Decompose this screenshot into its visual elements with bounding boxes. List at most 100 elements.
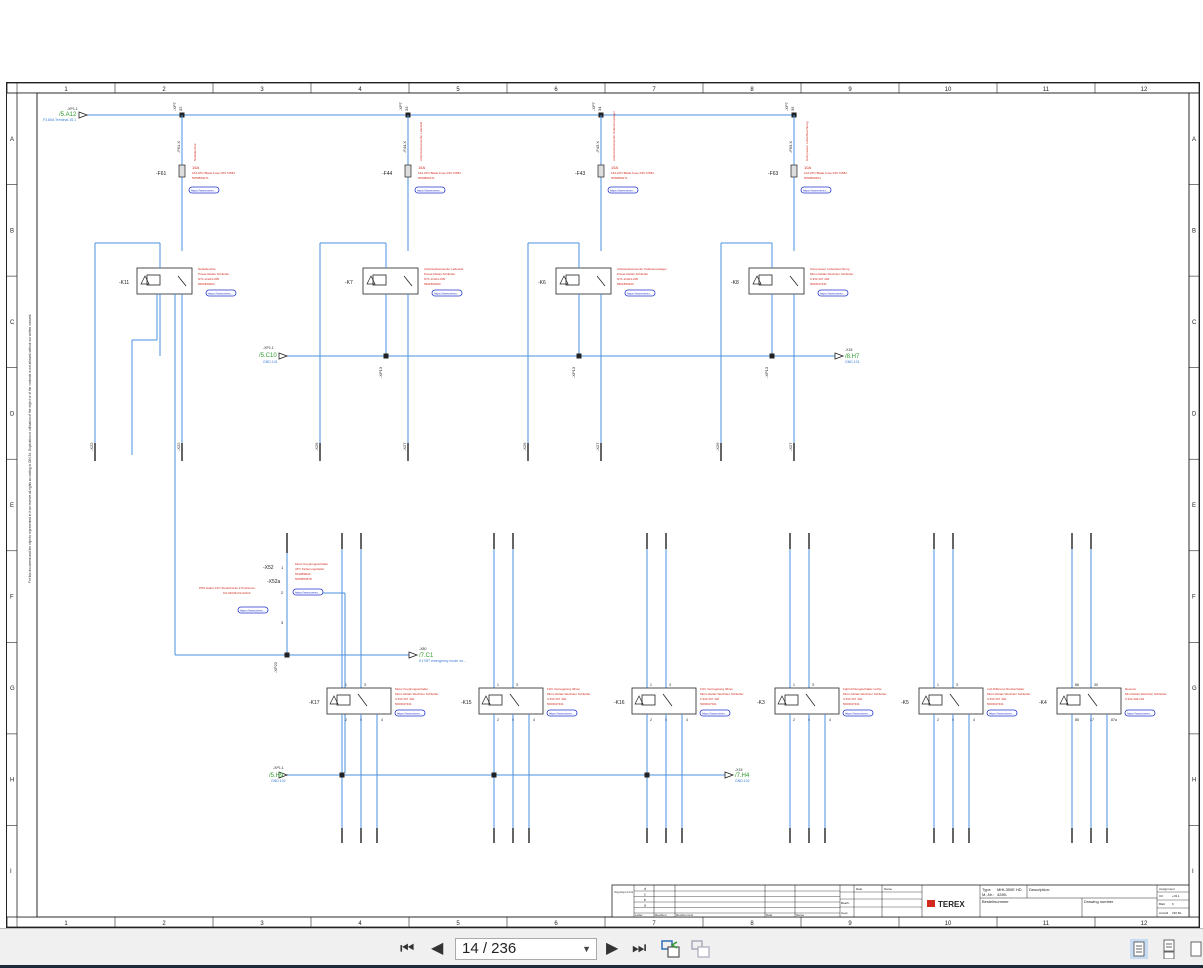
diode-icon: [140, 275, 150, 285]
relay-title: Arbeitsscheinwerfer Kabinenausleger: [617, 267, 667, 271]
pin-label: 2: [650, 718, 652, 722]
fuse-tag: -F63: [768, 171, 779, 177]
relay-box: [918, 687, 984, 715]
column-number: 3: [260, 87, 264, 93]
connector-pin: 35: [790, 106, 795, 111]
fuse-symbol-icon: [597, 164, 605, 178]
relay-title: FOC Verriegelung öffnen: [700, 687, 733, 691]
diode-icon: [481, 695, 491, 705]
fuse-connector-tag: -F61.X: [176, 141, 181, 153]
connector-tag: -XP7: [784, 101, 789, 111]
relay-contact: [509, 693, 520, 707]
relay-contact: [177, 275, 187, 287]
relay-tag: -K8: [731, 280, 739, 286]
ort-value: +03.1: [1172, 894, 1180, 898]
connector-tag: -X52a: [267, 579, 281, 585]
anzahl-label: Anzahl: [1159, 911, 1169, 915]
row-letter: G: [10, 686, 15, 692]
link-badge: [205, 289, 237, 297]
relay-title: Nebelleuchte: [198, 267, 216, 271]
fuse-connector-tag: -F44.X: [402, 141, 407, 153]
next-page-button[interactable]: ▶: [606, 939, 618, 959]
first-page-button[interactable]: ⏮: [400, 939, 414, 959]
relay-part: 5003047341: [700, 702, 717, 706]
chevron-down-icon: ▼: [582, 944, 591, 954]
relay-title: Reserve: [1125, 687, 1137, 691]
relay-box: [631, 687, 697, 715]
last-page-button[interactable]: ⏭: [632, 939, 646, 959]
pin-label: 2: [937, 718, 939, 722]
pin-label: 1: [793, 683, 795, 687]
relay-code: NT1-11H11-005: [198, 277, 219, 281]
facing-page-icon: [1190, 941, 1202, 957]
col-header: Letter: [635, 913, 643, 917]
link-text: https://www.terex...: [610, 189, 636, 193]
connector-pin: 33: [404, 106, 409, 111]
row-header-band: [16, 92, 38, 918]
link-badge: [817, 289, 849, 297]
column-number: 8: [750, 921, 754, 927]
facing-view-button[interactable]: [1188, 939, 1203, 959]
row-letter: F: [10, 595, 14, 601]
go-back-button[interactable]: [660, 938, 682, 958]
relay-type: Mini-Relais Wechsler Schließer: [1125, 692, 1167, 696]
diode-icon: [752, 275, 762, 285]
fuse-tag: -F44: [382, 171, 393, 177]
fuse-desc: 15A ATO Blade Fuse DIN 72581: [192, 171, 235, 175]
single-page-view-button[interactable]: [1130, 939, 1148, 959]
connector-tag: -X22: [89, 442, 94, 451]
relay-contact: [662, 693, 673, 707]
relay-title: FOC Verriegelung öffnen: [547, 687, 580, 691]
relay-tag: -K16: [614, 700, 625, 706]
diode-icon: [559, 275, 569, 285]
row-letter: A: [10, 137, 14, 143]
reference-arrow-icon: [834, 352, 845, 360]
relay-coil-icon: [928, 694, 943, 706]
page-number-select[interactable]: 14 / 236 ▼: [455, 938, 597, 960]
connector-pin: 34: [597, 106, 602, 111]
link-text: https://www.terex...: [627, 292, 653, 296]
connector-tag: -XP22: [273, 661, 278, 673]
prev-page-button[interactable]: ◀: [431, 939, 443, 959]
link-text: https://www.terex...: [417, 189, 443, 193]
ref-link: /5.A12: [59, 112, 77, 118]
relay-part: 5003047341: [395, 702, 412, 706]
reference-arrow-icon: [278, 771, 289, 779]
reference-arrow-icon: [724, 771, 735, 779]
fuse-desc: 15A ATO Blade Fuse DIN 72581: [418, 171, 461, 175]
fuse-tag: -F61: [156, 171, 167, 177]
fuse-part: 5050850271: [192, 176, 209, 180]
revision-letter: d: [644, 887, 646, 891]
pin-label: 4: [533, 718, 535, 722]
pin-label: 3: [516, 683, 518, 687]
relay-type: Power-Relais Schließer: [617, 272, 648, 276]
reference-arrow-icon: [408, 651, 419, 659]
fuse-desc: 15A ATO Blade Fuse DIN 72581: [611, 171, 654, 175]
column-number: 8: [750, 87, 754, 93]
link-badge: [800, 186, 832, 194]
relay-contact: [1087, 693, 1098, 707]
relay-box: [478, 687, 544, 715]
pin-label: 1: [281, 565, 284, 570]
link-badge: [188, 186, 220, 194]
continuous-view-button[interactable]: [1160, 939, 1178, 960]
pin-label: 4: [829, 718, 831, 722]
link-text: https://www.terex...: [191, 189, 217, 193]
column-number: 9: [848, 87, 852, 93]
ref-desc: GND.101: [845, 360, 860, 364]
pin-label: 3: [364, 683, 366, 687]
link-text: https://www.terex...: [240, 609, 266, 613]
relay-part: 5003047341: [547, 702, 564, 706]
relay-part: 5601860202: [198, 282, 215, 286]
row-letter: I: [1192, 869, 1194, 875]
connector-tag: -X22: [176, 442, 181, 451]
relay-part: 5601860202: [617, 282, 634, 286]
relay-code: 0 332 207 402: [987, 697, 1007, 701]
relay-code: 0 332 207 402: [700, 697, 720, 701]
link-text: https://www.terex...: [549, 712, 575, 716]
blatt-label: Blatt: [1159, 902, 1165, 906]
go-forward-button[interactable]: [690, 938, 712, 958]
row-letter: E: [10, 503, 14, 509]
relay-coil-icon: [488, 694, 503, 706]
relay-code: 0 332 207 402: [547, 697, 567, 701]
